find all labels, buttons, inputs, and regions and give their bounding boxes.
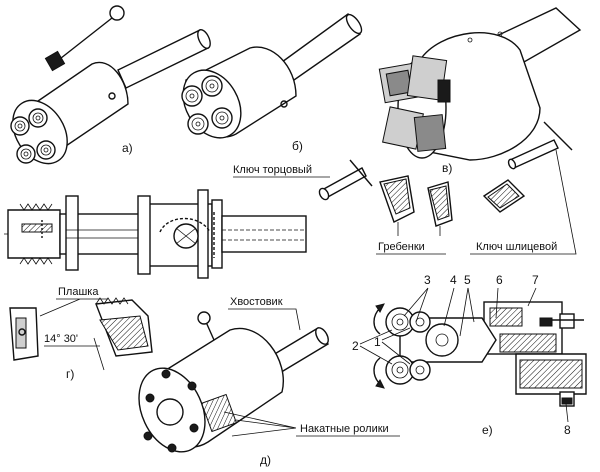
die-detail-drawing — [9, 297, 153, 361]
callout-8: 8 — [564, 423, 571, 437]
callout-6: 6 — [496, 273, 503, 287]
label-v: в) — [442, 161, 452, 175]
rollers-caption: Накатные ролики — [300, 423, 389, 435]
comb-holders-v — [378, 55, 451, 152]
end-key-caption: Ключ торцовый — [233, 164, 312, 176]
head-b-drawing — [181, 12, 363, 139]
flange-holes-d — [143, 369, 199, 453]
combs-drawing — [379, 175, 526, 227]
callout-3: 3 — [424, 273, 431, 287]
label-g: г) — [66, 367, 74, 381]
head-d-drawing — [138, 311, 329, 453]
shank-caption: Хвостовик — [230, 296, 283, 308]
callout-2: 2 — [352, 339, 359, 353]
rollers-b — [181, 75, 233, 135]
rollers-a — [10, 108, 56, 164]
spline-key-caption: Ключ шлицевой — [476, 241, 557, 253]
combs-caption: Гребенки — [378, 241, 425, 253]
callout-5: 5 — [464, 273, 471, 287]
end-key-drawing — [318, 159, 373, 201]
callout-7: 7 — [532, 273, 539, 287]
label-e: е) — [482, 423, 493, 437]
label-d: д) — [260, 453, 271, 467]
callout-4: 4 — [450, 273, 457, 287]
die-caption: Плашка — [58, 286, 99, 298]
callouts-e: 3 4 5 6 7 2 1 8 — [352, 273, 571, 437]
label-b: б) — [292, 139, 303, 153]
spline-key-drawing — [507, 121, 573, 170]
head-a-drawing — [10, 5, 211, 165]
callout-1: 1 — [374, 335, 381, 349]
mechanism-e-drawing — [373, 301, 587, 407]
head-v-drawing — [378, 7, 582, 161]
section-g-drawing — [4, 189, 307, 279]
angle-caption: 14° 30' — [44, 333, 78, 345]
label-a: а) — [122, 141, 133, 155]
